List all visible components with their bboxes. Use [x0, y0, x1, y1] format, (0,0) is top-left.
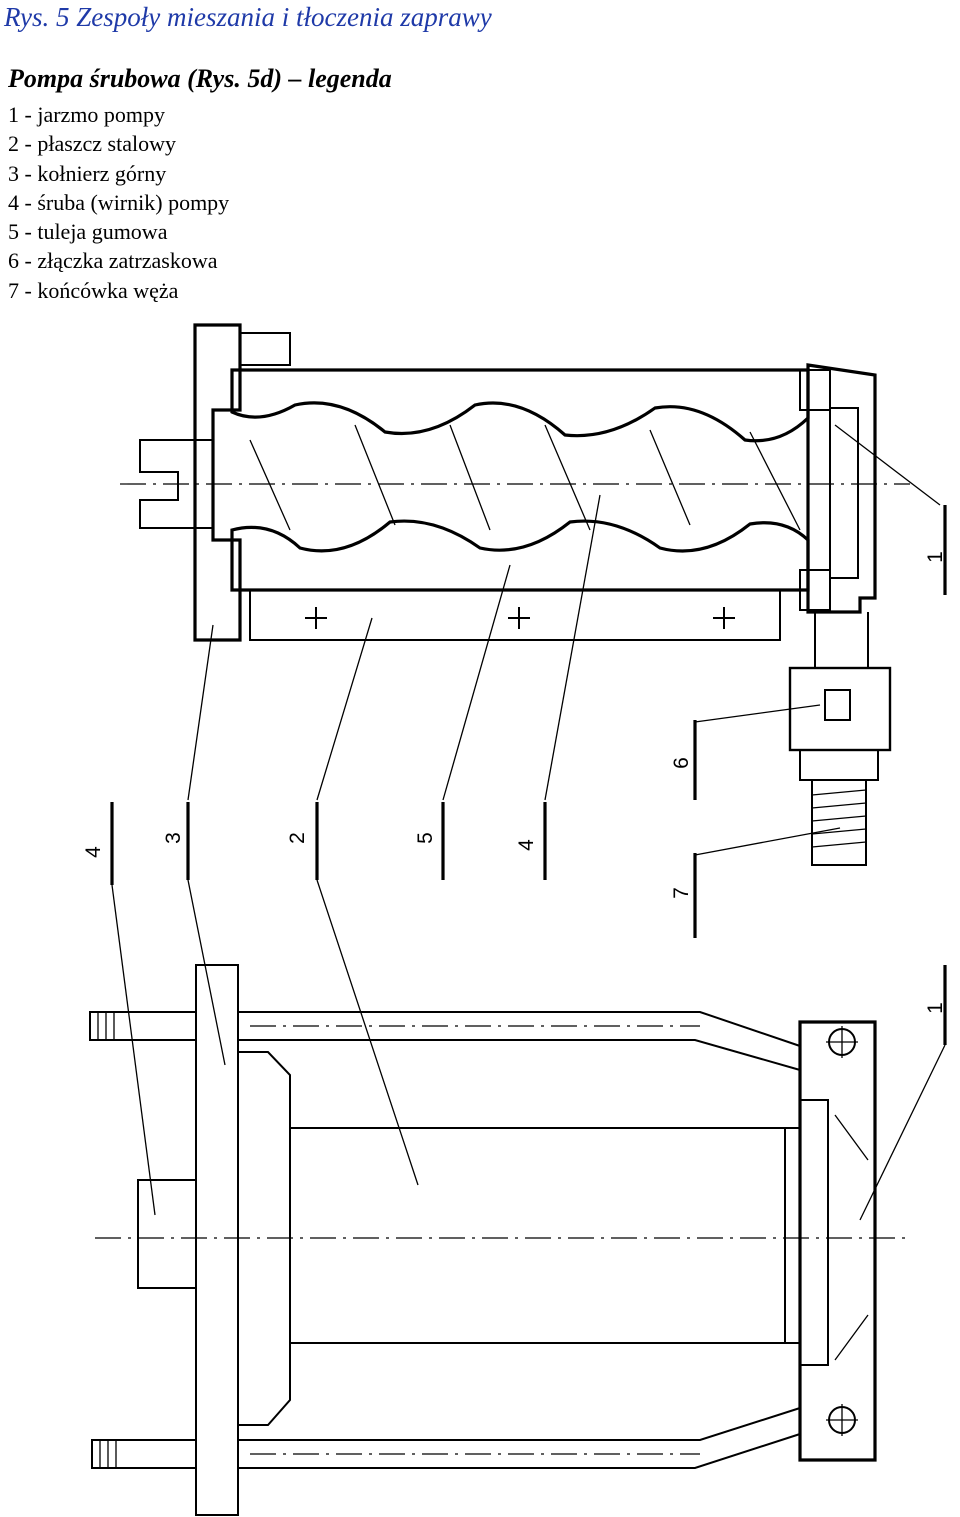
tie-rod-top: [238, 1011, 801, 1071]
label-4-right: 4: [515, 839, 538, 851]
outlet-neck: [814, 612, 869, 669]
snap-coupling: [788, 666, 892, 752]
label-4-left: 4: [82, 846, 105, 858]
right-yoke: [806, 363, 877, 614]
label-1-upper: 1: [924, 551, 947, 563]
lower-flange: [195, 964, 239, 1516]
label-6: 6: [670, 757, 693, 769]
left-stud-bottom: [91, 1439, 197, 1469]
legend-item: 6 - złączka zatrzaskowa: [8, 248, 218, 274]
rotor-screw: [231, 401, 809, 442]
label-1-lower: 1: [924, 1002, 947, 1014]
rubber-sleeve-bottom: [230, 519, 810, 592]
legend-item: 3 - kołnierz górny: [8, 160, 167, 186]
label-5: 5: [414, 832, 437, 844]
lower-side-view: [89, 964, 910, 1516]
tie-rod-bottom: [238, 1407, 801, 1469]
figure-title: Rys. 5 Zespoły mieszania i tłoczenia zap…: [4, 2, 492, 32]
leader-labels: 1 6 7 4 3 2 5 4 1: [82, 551, 947, 1014]
legend-item: 5 - tuleja gumowa: [8, 219, 168, 245]
legend-item: 2 - płaszcz stalowy: [8, 131, 176, 157]
label-3: 3: [162, 832, 185, 844]
steel-casing: [249, 589, 781, 641]
upper-section-view: [120, 323, 910, 866]
top-clamp: [239, 332, 291, 366]
leader-lines: [110, 424, 947, 1221]
lower-yoke: [798, 1020, 877, 1462]
drive-shaft-end: [139, 439, 213, 529]
hose-tip: [811, 780, 867, 866]
legend-item: 7 - końcówka węża: [8, 277, 179, 303]
legend-list: 1 - jarzmo pompy 2 - płaszcz stalowy 3 -…: [8, 100, 229, 305]
legend-heading: Pompa śrubowa (Rys. 5d) – legenda: [8, 64, 392, 93]
shaft-hub: [137, 1179, 197, 1289]
label-2: 2: [286, 832, 309, 844]
label-7: 7: [670, 887, 693, 899]
left-stud-top: [89, 1011, 197, 1041]
legend-item: 1 - jarzmo pompy: [8, 102, 166, 127]
legend-item: 4 - śruba (wirnik) pompy: [8, 189, 230, 215]
rubber-sleeve-top: [230, 368, 810, 443]
